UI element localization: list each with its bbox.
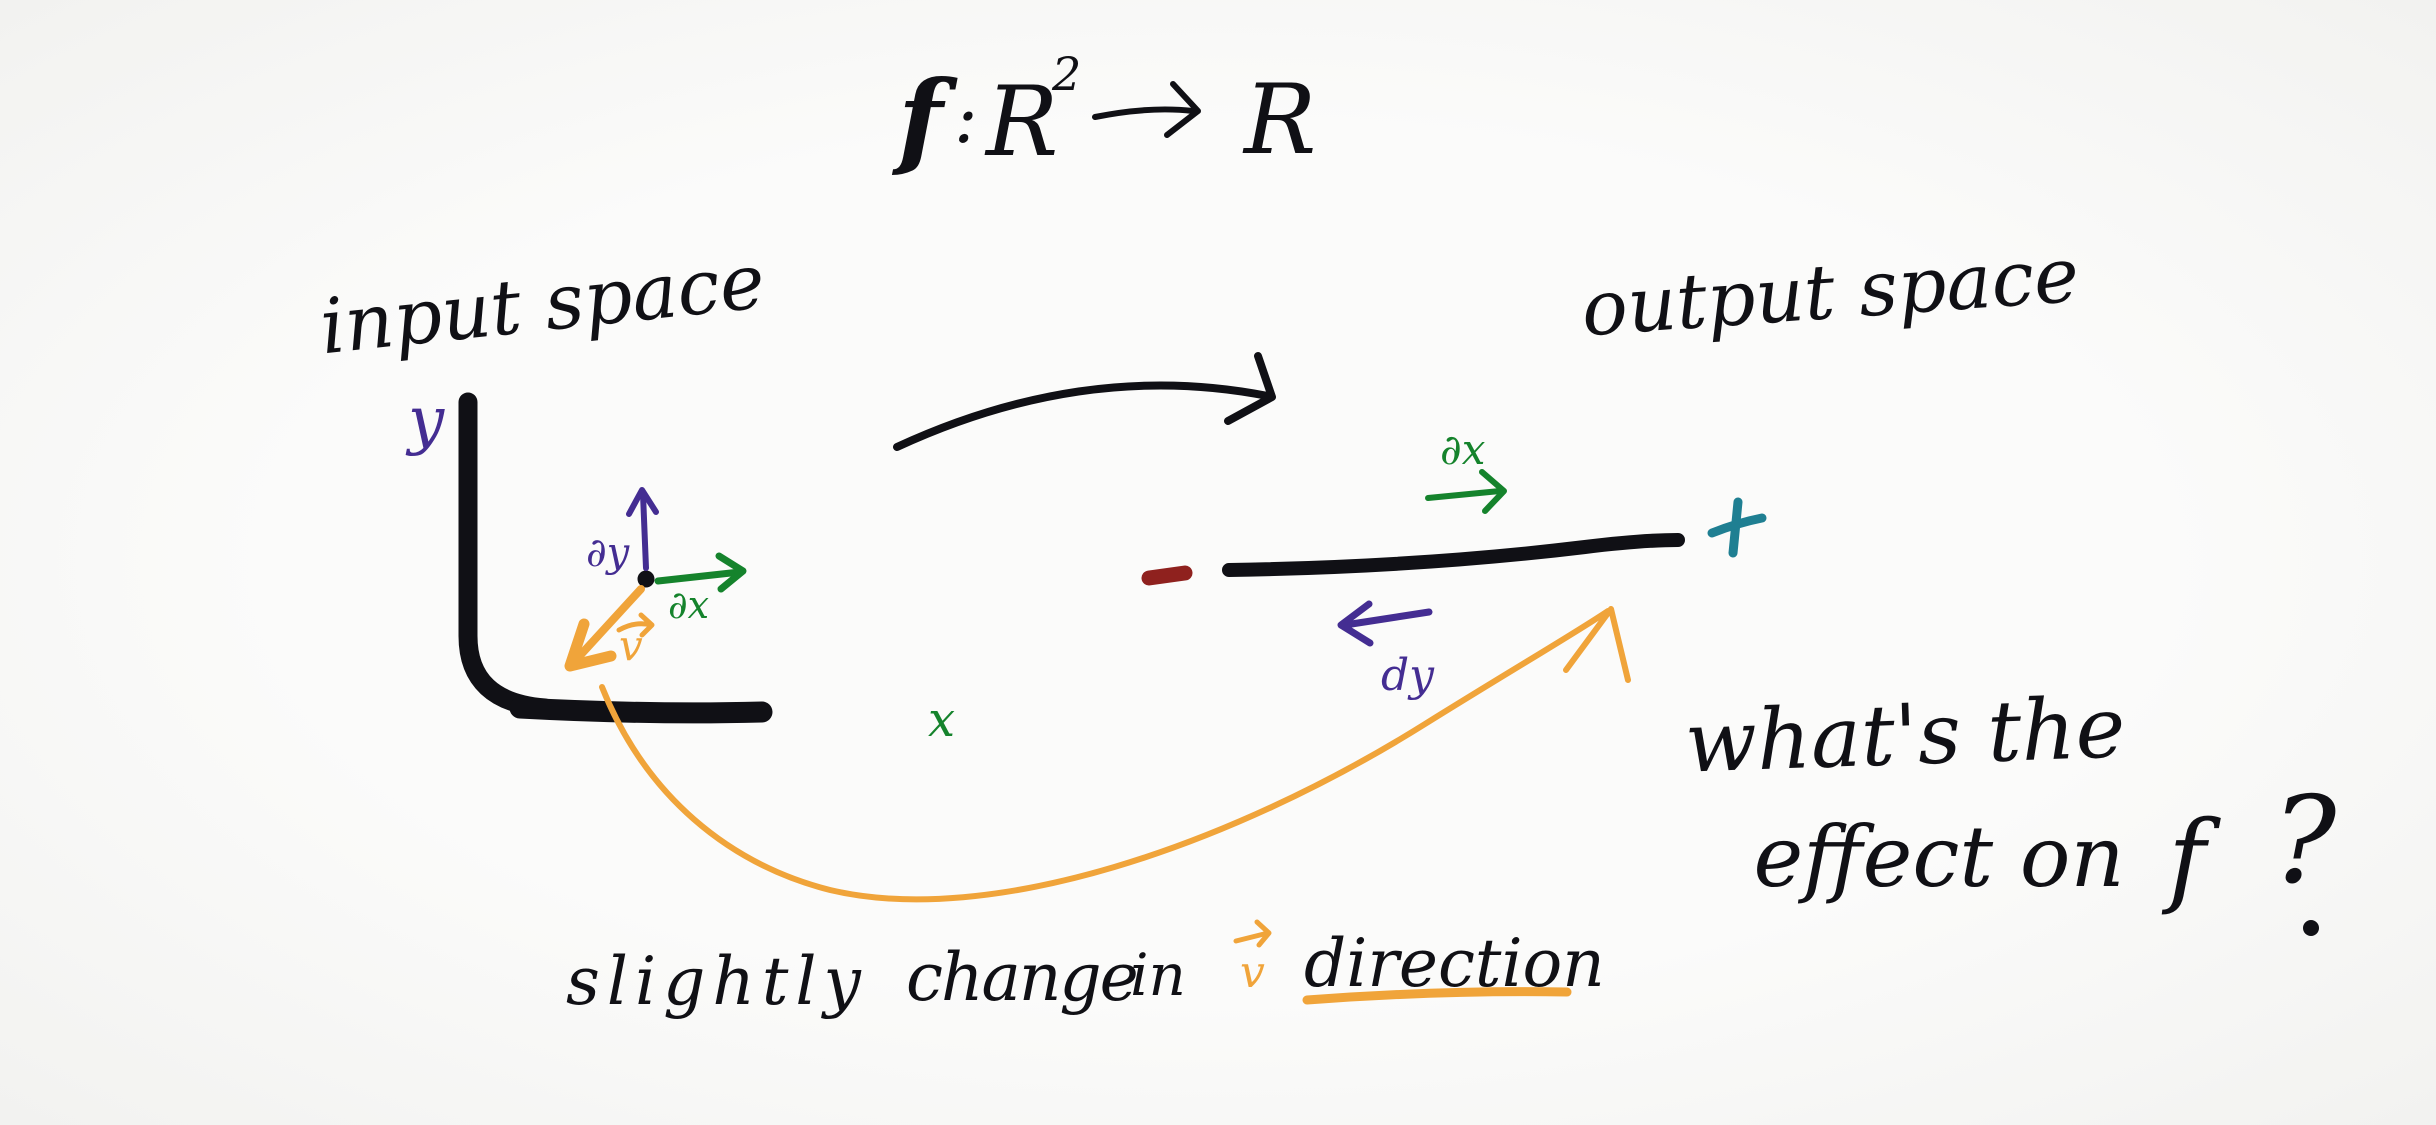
input-dx-label: ∂x bbox=[668, 583, 709, 627]
v-hat-arrow-icon bbox=[616, 612, 655, 638]
caption-underline bbox=[1302, 987, 1572, 1005]
formula-domain: R bbox=[984, 66, 1058, 178]
input-dx-arrow bbox=[654, 552, 747, 593]
input-x-axis-label: x bbox=[928, 692, 955, 748]
output-dy-arrow bbox=[1337, 600, 1433, 647]
output-dy-label: dy bbox=[1381, 650, 1435, 701]
output-space-title: output space bbox=[1579, 230, 2082, 354]
change-effect-arrow bbox=[599, 606, 1631, 903]
question-mark: ? bbox=[2272, 772, 2337, 911]
question-f: f bbox=[2161, 799, 2221, 918]
caption-v-symbol: v bbox=[1233, 919, 1272, 998]
input-y-axis-label: y bbox=[405, 384, 445, 458]
input-x-axis bbox=[509, 697, 773, 724]
input-point-dot bbox=[637, 570, 655, 588]
input-space-title: input space bbox=[316, 236, 769, 371]
caption: slightly change in v direction bbox=[566, 919, 1605, 1020]
formula-f: f bbox=[891, 57, 958, 180]
plus-sign bbox=[1707, 497, 1767, 558]
input-dy-label: ∂y bbox=[586, 530, 631, 576]
caption-word-slightly: slightly bbox=[566, 943, 868, 1020]
formula: f : R 2 R bbox=[891, 47, 1316, 180]
formula-colon: : bbox=[954, 77, 978, 159]
input-v-label: v bbox=[616, 612, 655, 670]
input-y-axis bbox=[458, 392, 555, 718]
output-dx-label: ∂x bbox=[1440, 425, 1486, 474]
caption-v-hat-arrow-icon bbox=[1233, 919, 1272, 948]
output-dx-arrow bbox=[1425, 469, 1507, 514]
output-number-line bbox=[1222, 533, 1685, 577]
formula-maps-to-arrow bbox=[1092, 81, 1201, 138]
mapping-arrow bbox=[893, 352, 1276, 451]
formula-domain-exponent: 2 bbox=[1051, 47, 1081, 101]
input-axes bbox=[458, 392, 928, 724]
input-x-axis-taper bbox=[756, 701, 928, 723]
question-line2: effect on bbox=[1753, 808, 2124, 906]
caption-word-change: change bbox=[906, 939, 1137, 1016]
minus-sign bbox=[1141, 565, 1193, 586]
formula-codomain: R bbox=[1242, 64, 1316, 176]
question-mark-dot bbox=[2303, 920, 2319, 936]
svg-text:v: v bbox=[1240, 947, 1265, 998]
question-text: what's the effect on f ? bbox=[1683, 678, 2337, 936]
caption-word-in: in bbox=[1130, 941, 1186, 1009]
question-line1: what's the bbox=[1683, 678, 2126, 791]
input-dy-arrow bbox=[626, 487, 659, 571]
input-v-arrow bbox=[564, 585, 645, 672]
